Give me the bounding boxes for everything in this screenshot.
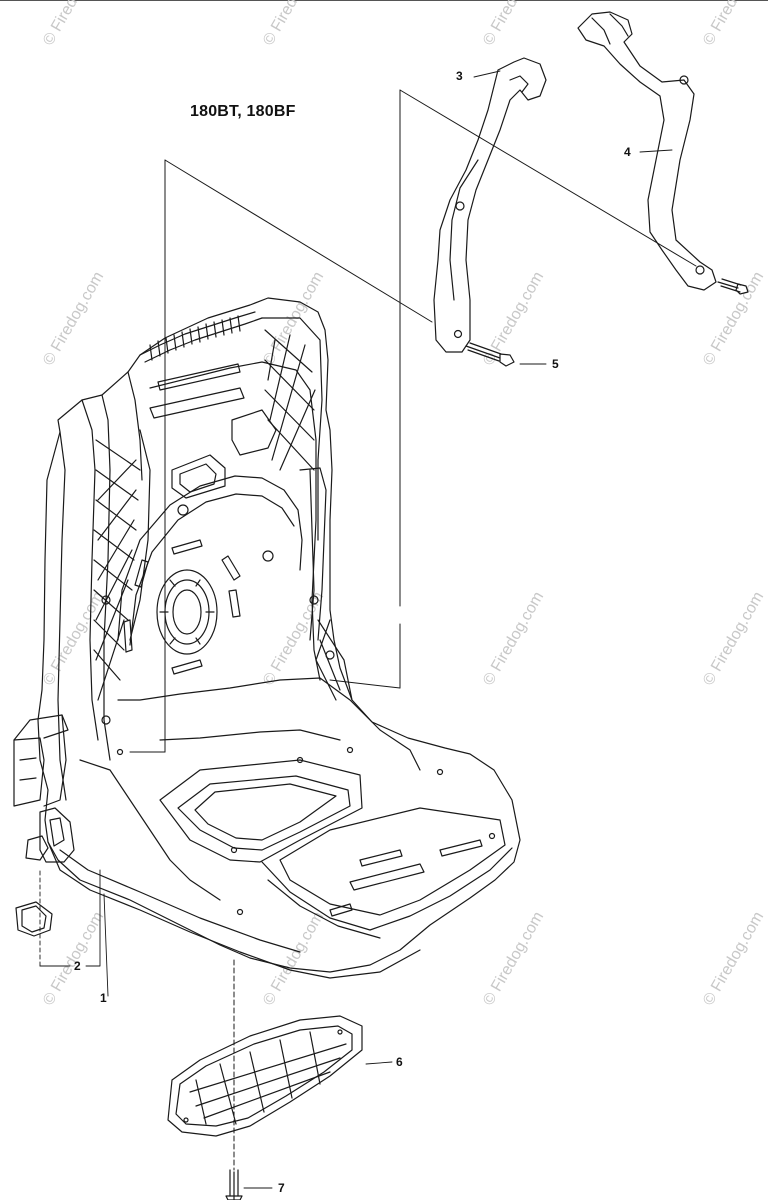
top-border (0, 0, 768, 1)
callout-1: 1 (100, 991, 107, 1005)
part-2-grommet (15, 901, 53, 937)
callout-4: 4 (624, 145, 631, 159)
backplate-frame (13, 297, 521, 979)
model-title: 180BT, 180BF (190, 103, 296, 120)
callout-2: 2 (74, 959, 81, 973)
explode-lines (129, 89, 697, 1171)
part-7-screw (225, 1169, 243, 1200)
callout-6: 6 (396, 1055, 403, 1069)
callout-5: 5 (552, 357, 559, 371)
part-6-grid-plate (167, 1015, 363, 1137)
part-3-bracket (433, 57, 547, 353)
callout-3: 3 (456, 69, 463, 83)
part-5-screw (465, 342, 515, 367)
callout-7: 7 (278, 1181, 285, 1195)
callout-leaders (39, 70, 673, 1189)
screw-part-4 (717, 278, 749, 295)
part-4-bracket (577, 11, 717, 291)
